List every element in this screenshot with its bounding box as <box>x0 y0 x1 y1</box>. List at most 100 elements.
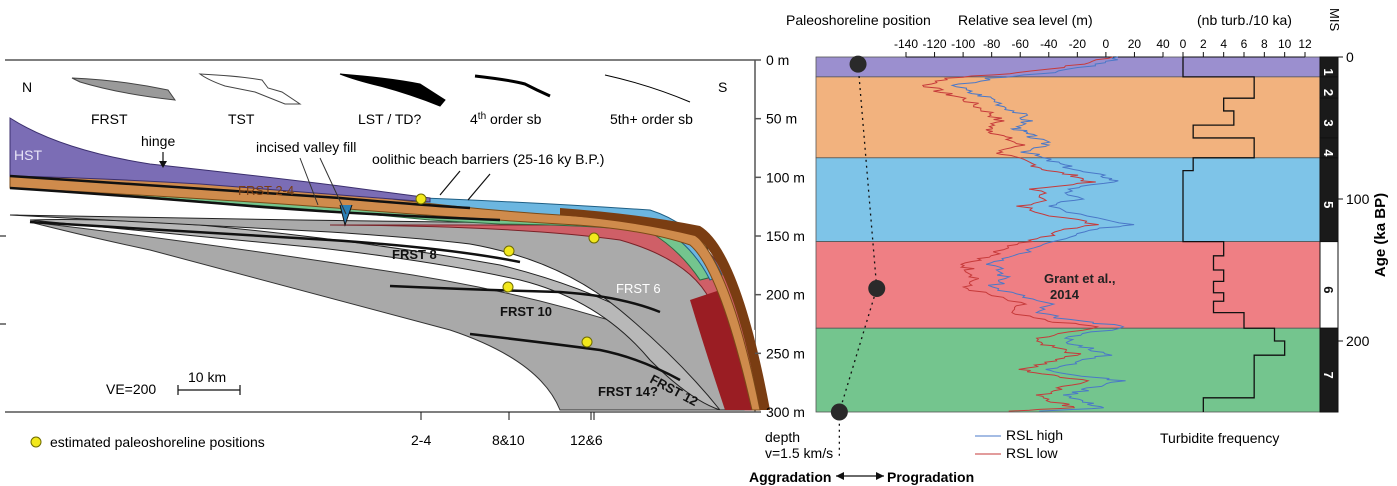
mis-band <box>815 241 1321 329</box>
rsl-tick-label: 40 <box>1156 37 1170 51</box>
turbidite-step-line <box>1182 57 1286 412</box>
rsl-high-line <box>950 56 1135 412</box>
arrow-head-right <box>876 472 884 480</box>
oolithic-arrow <box>467 173 491 201</box>
paleoshoreline-point <box>868 279 886 297</box>
turbidite-tick-label: 12 <box>1298 37 1312 51</box>
rsl-high-legend-label: RSL high <box>1006 427 1063 443</box>
aggradation-label: Aggradation <box>749 469 831 485</box>
boundary-4th-order <box>29 220 521 264</box>
unit-label-hst: HST <box>14 147 42 163</box>
mis-stage-label: 1 <box>1321 68 1336 75</box>
shoreline-legend-dot <box>30 436 42 448</box>
turbidite-tick-label: 10 <box>1278 37 1292 51</box>
unit-label-frst-10: FRST 10 <box>500 304 552 319</box>
progradation-label: Progradation <box>887 469 974 485</box>
rsl-tick-label: -120 <box>923 37 947 51</box>
unit-label-frst-8: FRST 8 <box>392 247 437 262</box>
age-tick-label: 0 <box>1346 49 1354 65</box>
mis-band <box>815 76 1321 159</box>
incised-valley-shape <box>339 204 353 227</box>
turbidite-step <box>1182 57 1286 412</box>
unit-frst-6-darkred <box>690 290 755 410</box>
mis-band <box>815 327 1321 413</box>
unit-frst-8 <box>9 214 746 411</box>
mis-stage-label: 2 <box>1321 89 1336 96</box>
depth-label: depth <box>765 429 800 445</box>
boundary-4th-order <box>9 186 501 222</box>
mis-band <box>815 157 1321 243</box>
cross-section-panel: N S FRST TST LST / TD? 4th order sb 5th+… <box>0 52 833 461</box>
legend-5th-order-label: 5th+ order sb <box>610 111 693 127</box>
annotation-incised-valley: incised valley fill <box>256 139 356 155</box>
legend-4th-rest: order sb <box>486 111 541 127</box>
age-tick-label: 100 <box>1346 191 1370 207</box>
annotation-hinge: hinge <box>141 133 175 149</box>
unit-label-frst-14: FRST 14? <box>598 384 658 399</box>
boundary-4th-order <box>9 174 471 210</box>
unit-hst <box>9 117 431 203</box>
depth-tick-label: 300 m <box>766 404 805 420</box>
turbidite-tick-label: 0 <box>1180 37 1187 51</box>
rsl-tick-label: -40 <box>1040 37 1058 51</box>
turbidite-legend-label: Turbidite frequency <box>1160 430 1279 446</box>
boundary-4th-order <box>389 284 661 314</box>
lst-wedge-icon <box>339 73 446 107</box>
unit-brown-wedge <box>560 208 770 410</box>
rsl-tick-label: -80 <box>983 37 1001 51</box>
hinge-arrow-head <box>159 161 167 168</box>
depth-tick-label: 0 m <box>766 52 789 68</box>
paleoshoreline-point <box>830 403 848 421</box>
depth-tick-label: 200 m <box>766 287 805 303</box>
mis-stage-label: 6 <box>1321 286 1336 293</box>
unit-label-frst-6: FRST 6 <box>616 281 661 296</box>
turbidite-tick-label: 8 <box>1261 37 1268 51</box>
mis-stage-box <box>1319 241 1339 329</box>
legend-4th-order-label: 4th order sb <box>470 111 542 127</box>
col-title-rsl: Relative sea level (m) <box>958 12 1093 28</box>
mis-stage-box <box>1319 97 1339 139</box>
paleoshoreline-dot <box>581 336 593 348</box>
fifth-order-sb-icon <box>604 74 691 103</box>
mis-stage-label: 4 <box>1321 149 1336 157</box>
rsl-lines <box>921 56 1135 412</box>
rsl-low-legend-label: RSL low <box>1006 445 1059 461</box>
col-title-turbidite: (nb turb./10 ka) <box>1197 12 1292 28</box>
frst-wedge-icon <box>71 77 177 101</box>
col-title-mis: MIS <box>1327 8 1342 31</box>
depth-tick-label: 100 m <box>766 169 805 185</box>
fourth-order-sb-icon <box>474 74 551 98</box>
paleoshoreline-dot <box>588 232 600 244</box>
paleoshoreline-dot <box>502 281 514 293</box>
shoreline-legend-label: estimated paleoshoreline positions <box>50 434 265 450</box>
age-axis: 0 100 200 Age (ka BP) <box>1337 49 1389 412</box>
age-axis-label: Age (ka BP) <box>1372 193 1389 277</box>
rsl-tick-label: 20 <box>1128 37 1142 51</box>
arrow-head-left <box>836 472 844 480</box>
rsl-tick-label: 0 <box>1103 37 1110 51</box>
bottom-marker-2-4: 2-4 <box>411 432 431 448</box>
legend-4th-main: 4 <box>470 111 478 127</box>
paleoshoreline-track <box>830 55 886 458</box>
paleoshoreline-dot <box>415 193 427 205</box>
paleoshoreline-dot <box>503 245 515 257</box>
compass-south: S <box>718 79 727 95</box>
oolithic-arrow <box>439 170 461 196</box>
grant-label-line2: 2014 <box>1050 287 1080 302</box>
mis-stage-label: 3 <box>1321 119 1336 126</box>
rsl-tick-label: -60 <box>1012 37 1030 51</box>
mis-stage-label: 7 <box>1321 371 1336 378</box>
grant-label-line1: Grant et al., <box>1044 271 1116 286</box>
boundary-4th-order <box>469 332 681 382</box>
legend-4th-sup: th <box>478 111 486 122</box>
incised-valley-leader <box>299 157 319 206</box>
scale-bar-label: 10 km <box>188 369 226 385</box>
depth-tick-label: 50 m <box>766 111 797 127</box>
mis-band <box>815 56 1321 78</box>
col-title-shoreline: Paleoshoreline position <box>786 12 931 28</box>
age-tick-label: 200 <box>1346 333 1370 349</box>
